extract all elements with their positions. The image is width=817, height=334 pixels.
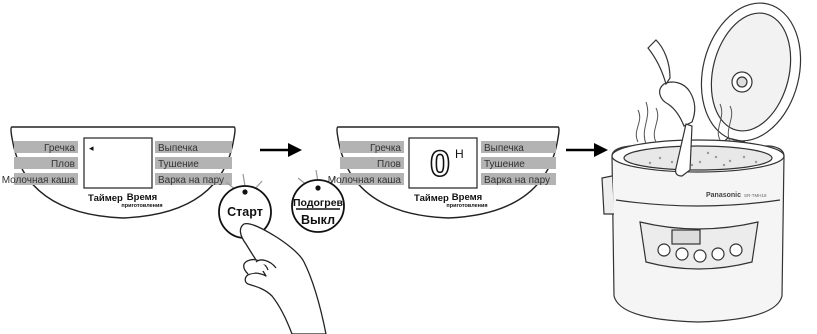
display-indicator: ◂ xyxy=(89,143,94,153)
cook-time-label: Время xyxy=(452,192,482,203)
warm-off-button[interactable]: Подогрев Выкл xyxy=(291,169,345,233)
lcd-display xyxy=(83,137,153,189)
cook-time-label-sub: приготовления xyxy=(446,203,487,209)
cook-time-label-sub: приготовления xyxy=(121,203,162,209)
control-panel-before: ◂ Гречка Плов Молочная каша Выпечка Туше… xyxy=(2,126,236,219)
lcd-display xyxy=(408,137,478,189)
mode-label-buckwheat: Гречка xyxy=(44,143,75,154)
mode-label-milk-porridge: Молочная каша xyxy=(2,175,76,186)
mode-label-buckwheat: Гречка xyxy=(370,143,401,154)
body-button xyxy=(657,243,671,257)
mode-label-steaming: Варка на пару xyxy=(484,175,550,186)
open-lid xyxy=(700,2,802,149)
display-unit: H xyxy=(455,147,464,161)
indicator-dot xyxy=(315,185,321,191)
display-value: 0 xyxy=(430,143,450,184)
steam-icon xyxy=(635,101,733,145)
start-button[interactable]: Старт xyxy=(218,173,272,239)
body-button xyxy=(729,243,743,257)
control-panel-after: 0 H Гречка Плов Молочная каша Выпечка Ту… xyxy=(328,126,560,219)
mode-label-stewing: Тушение xyxy=(158,159,199,170)
mode-label-baking: Выпечка xyxy=(158,143,198,154)
mode-bar xyxy=(155,141,232,153)
body-button xyxy=(693,249,707,263)
start-button-label: Старт xyxy=(227,205,263,219)
mode-label-pilaf: Плов xyxy=(377,159,401,170)
mode-bar xyxy=(481,141,556,153)
mode-bar xyxy=(14,173,78,185)
timer-label: Таймер xyxy=(88,193,123,204)
mode-bar xyxy=(340,173,404,185)
mode-label-milk-porridge: Молочная каша xyxy=(328,175,402,186)
body-display xyxy=(671,229,701,245)
arrow-right-icon xyxy=(566,143,608,157)
arrow-right-icon xyxy=(260,143,302,157)
timer-label: Таймер xyxy=(414,193,449,204)
mode-label-stewing: Тушение xyxy=(484,159,525,170)
pressing-hand-icon xyxy=(239,222,327,334)
body-button xyxy=(675,247,689,261)
hand-with-spatula-icon xyxy=(647,39,696,177)
mode-bar xyxy=(481,173,556,185)
mode-label-pilaf: Плов xyxy=(51,159,75,170)
warm-button-label: Подогрев xyxy=(293,197,344,209)
mode-bar xyxy=(155,173,232,185)
brand-label: Panasonic xyxy=(706,192,741,199)
mode-label-baking: Выпечка xyxy=(484,143,524,154)
mode-bar xyxy=(340,141,404,153)
indicator-dot xyxy=(242,189,248,195)
body-button xyxy=(711,247,725,261)
mode-bar xyxy=(481,157,556,169)
mode-bar xyxy=(340,157,404,169)
mode-bar xyxy=(14,141,78,153)
mode-bar xyxy=(155,157,232,169)
mode-bar xyxy=(14,157,78,169)
off-button-label: Выкл xyxy=(301,213,335,227)
model-label: SR-TMH18 xyxy=(744,193,767,198)
rice-cooker-illustration: Panasonic SR-TMH18 xyxy=(601,2,802,323)
mode-label-steaming: Варка на пару xyxy=(158,175,224,186)
cook-time-label: Время xyxy=(127,192,157,203)
